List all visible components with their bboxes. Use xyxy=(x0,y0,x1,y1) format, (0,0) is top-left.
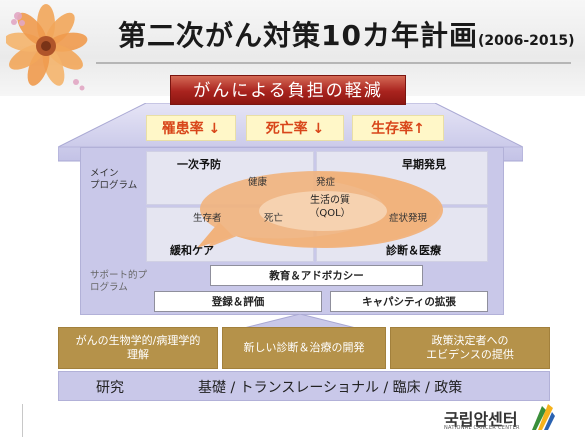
main-program-label: メイン プログラム xyxy=(90,168,138,191)
goal-banner: がんによる負担の軽減 xyxy=(170,75,406,105)
research-bar xyxy=(58,371,550,401)
research-areas: 基礎 / トランスレーショナル / 臨床 / 政策 xyxy=(198,380,463,396)
ring-label-survivor: 生存者 xyxy=(193,213,222,224)
research-label: 研究 xyxy=(96,380,124,396)
qol-center: 生活の質 （QOL） xyxy=(290,194,370,220)
research-evidence-text: 政策決定者への エビデンスの提供 xyxy=(426,333,514,361)
education-advocacy-box: 教育＆アドボカシー xyxy=(210,265,423,286)
logo-name: 국립암센터 xyxy=(444,410,518,429)
diagnosis-treatment-label: 診断＆医療 xyxy=(386,244,441,257)
ring-label-symptom: 症状発現 xyxy=(389,213,428,224)
research-triangle xyxy=(240,314,360,329)
research-biology-text: がんの生物学的/病理学的 理解 xyxy=(75,333,201,361)
title-years: (2006-2015) xyxy=(477,33,575,49)
qol-line1: 生活の質 xyxy=(310,195,350,206)
registration-evaluation-box: 登録＆評価 xyxy=(154,291,322,312)
logo-subtitle: NATIONAL CANCER CENTER xyxy=(444,425,520,431)
support-program-label: サポート的プ ログラム xyxy=(90,270,148,293)
ring-label-death: 死亡 xyxy=(264,213,284,224)
logo-icon xyxy=(532,404,555,430)
mortality-rate-box: 死亡率 ↓ xyxy=(246,115,344,141)
research-development-text: 新しい診断＆治療の開発 xyxy=(243,340,365,354)
palliative-care-label: 緩和ケア xyxy=(170,244,214,257)
footer-divider xyxy=(22,404,23,437)
qol-line2: （QOL） xyxy=(309,208,351,219)
incidence-rate-box: 罹患率 ↓ xyxy=(146,115,236,141)
ring-label-health: 健康 xyxy=(248,177,268,188)
survival-rate-box: 生存率↑ xyxy=(352,115,444,141)
research-development-box: 新しい診断＆治療の開発 xyxy=(222,327,386,369)
research-evidence-box: 政策決定者への エビデンスの提供 xyxy=(390,327,550,369)
early-detection-label: 早期発見 xyxy=(402,158,446,171)
care-continuum-ring xyxy=(197,171,444,248)
page-title: 第二次がん対策10カ年計画(2006-2015) xyxy=(118,14,575,54)
capacity-expansion-box: キャパシティの拡張 xyxy=(330,291,488,312)
flower-icon xyxy=(6,4,88,91)
primary-prevention-label: 一次予防 xyxy=(177,158,221,171)
header-divider xyxy=(96,62,571,64)
title-main: 第二次がん対策10カ年計画 xyxy=(118,19,478,52)
research-biology-box: がんの生物学的/病理学的 理解 xyxy=(58,327,218,369)
ring-label-onset: 発症 xyxy=(316,177,336,188)
